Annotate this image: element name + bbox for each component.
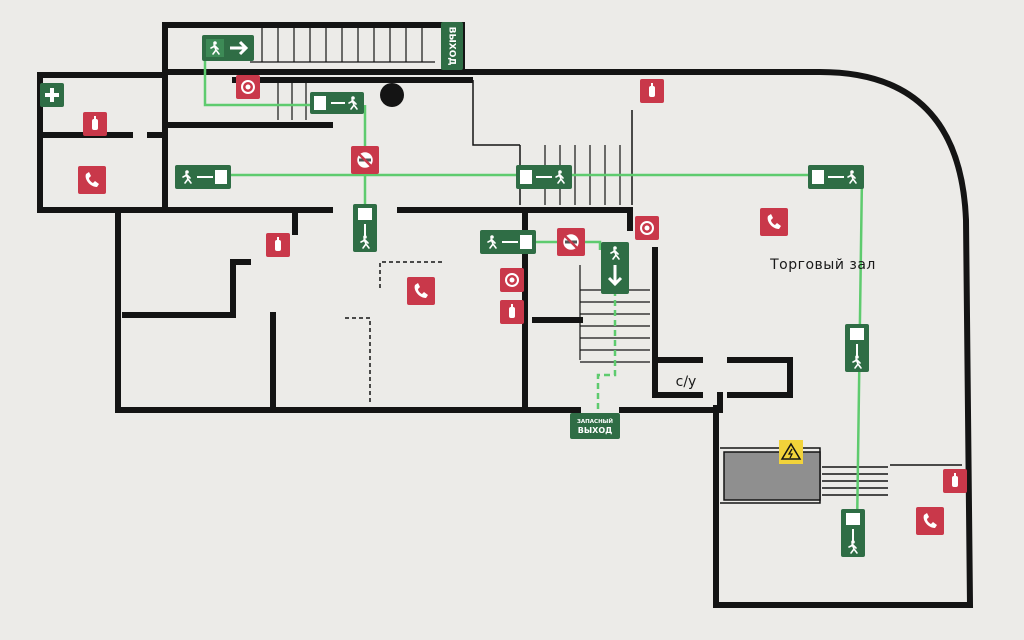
no-smoking-icon: [557, 228, 585, 256]
staircase-top: [250, 27, 435, 120]
main-exit-sign: ВЫХОД: [441, 22, 463, 70]
running-man-exit-icon: [480, 230, 536, 254]
staircase-right: [822, 466, 888, 496]
fire-phone-icon: [916, 507, 944, 535]
running-man-exit-icon: [516, 165, 572, 189]
walls: [37, 22, 974, 608]
fire-extinguisher-icon: [500, 300, 524, 324]
running-man-exit-icon: [841, 509, 865, 557]
fire-extinguisher-icon: [83, 112, 107, 136]
fire-phone-icon: [78, 166, 106, 194]
running-man-exit-icon: [353, 204, 377, 252]
running-man-exit-icon: [601, 242, 629, 294]
no-smoking-icon: [351, 146, 379, 174]
wc-label: с/у: [676, 374, 697, 390]
emergency-exit-label-line2: ВЫХОД: [578, 426, 612, 435]
fire-alarm-button-icon: [635, 216, 659, 240]
fire-phone-icon: [760, 208, 788, 236]
first-aid-icon: [40, 83, 64, 107]
high-voltage-warning-icon: [779, 440, 803, 464]
emergency-route: [596, 290, 617, 412]
fire-extinguisher-icon: [266, 233, 290, 257]
dashed-partitions: [345, 261, 445, 405]
running-man-exit-icon: [808, 165, 864, 189]
main-exit-label: ВЫХОД: [447, 27, 457, 66]
fire-alarm-button-icon: [500, 268, 524, 292]
fire-extinguisher-icon: [943, 469, 967, 493]
electrical-room: [723, 451, 821, 501]
fire-alarm-button-icon: [236, 75, 260, 99]
running-man-exit-icon: [202, 35, 254, 61]
fire-phone-icon: [407, 277, 435, 305]
running-man-exit-icon: [310, 92, 364, 114]
emergency-exit-sign: ЗАПАСНЫЙ ВЫХОД: [570, 413, 620, 439]
hall-label: Торговый зал: [769, 257, 876, 273]
running-man-exit-icon: [175, 165, 231, 189]
you-are-here-marker-icon: [380, 83, 404, 107]
emergency-exit-label-line1: ЗАПАСНЫЙ: [577, 417, 613, 425]
fire-extinguisher-icon: [640, 79, 664, 103]
running-man-exit-icon: [845, 324, 869, 372]
